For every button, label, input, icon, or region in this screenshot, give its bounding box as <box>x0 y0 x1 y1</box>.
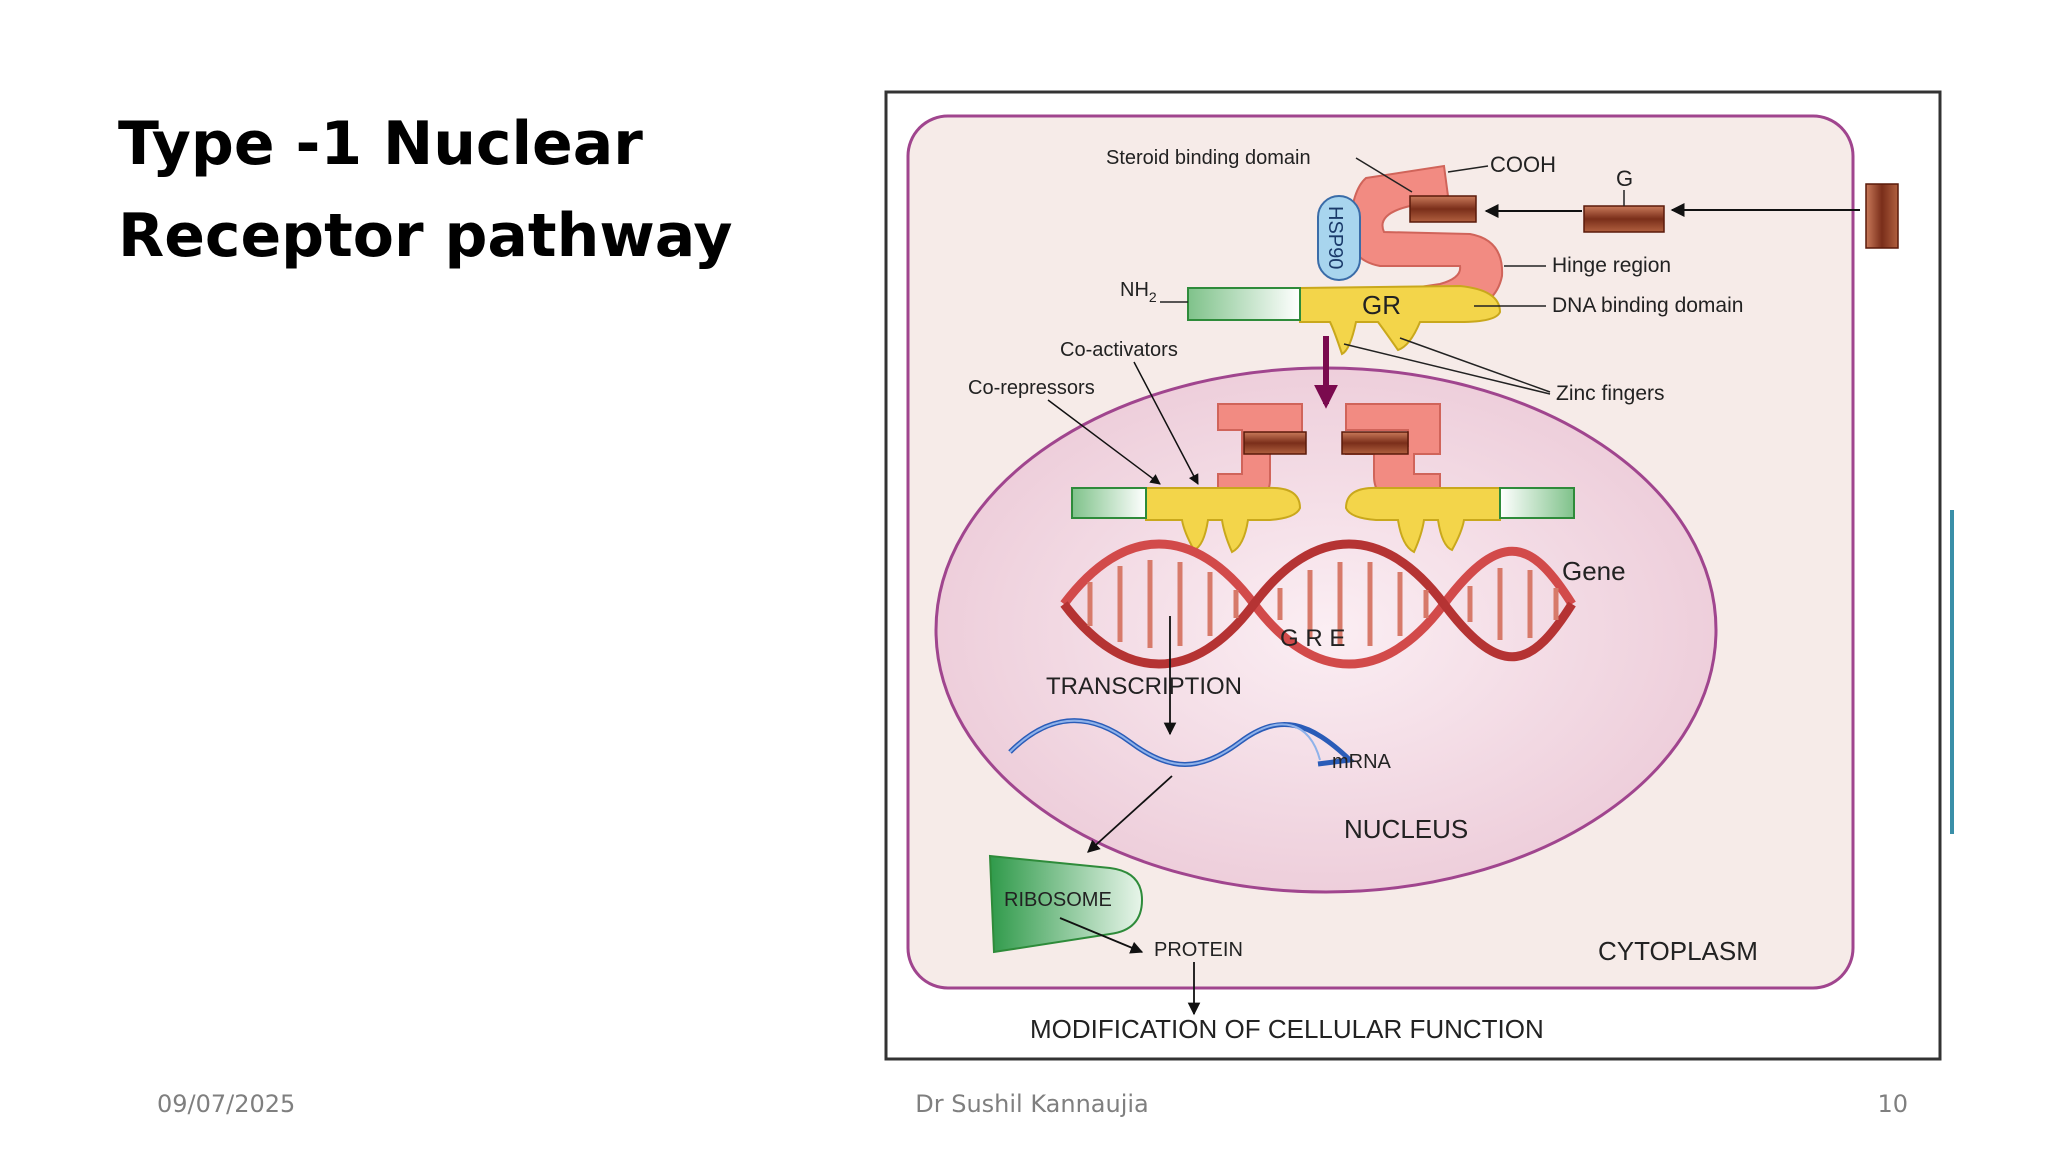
label-g: G <box>1616 166 1633 191</box>
label-nucleus: NUCLEUS <box>1344 814 1468 844</box>
label-hinge-region: Hinge region <box>1552 254 1671 277</box>
label-gr: GR <box>1362 290 1401 320</box>
label-co-repressors: Co-repressors <box>968 377 1095 399</box>
steroid-leader <box>1355 157 1413 193</box>
dimer-left-nh2 <box>1071 487 1147 519</box>
label-mrna: mRNA <box>1332 751 1392 773</box>
label-gre: G R E <box>1280 625 1345 652</box>
label-hsp90: HSP90 <box>1324 206 1346 269</box>
co-activators-arrow <box>1133 361 1199 485</box>
mrna-to-ribosome-arrow <box>1087 775 1173 853</box>
dimer-right-hormone <box>1341 431 1409 455</box>
dimer-right-dna-binding-domain <box>1344 486 1501 554</box>
dna-helix <box>1060 539 1576 669</box>
dimer-right-nh2 <box>1499 487 1575 519</box>
label-nh2: NH2 <box>1120 279 1157 305</box>
ribosome-to-protein-arrow <box>1059 917 1144 954</box>
hormone-outside <box>1865 183 1899 249</box>
label-co-activators: Co-activators <box>1060 339 1178 361</box>
hsp90 <box>1317 195 1361 281</box>
label-steroid-binding-domain: Steroid binding domain <box>1106 147 1311 169</box>
gr-dna-binding-domain <box>1299 284 1502 356</box>
cooh-leader <box>1447 165 1489 173</box>
mrna-strand-highlight <box>1009 719 1321 766</box>
label-transcription: TRANSCRIPTION <box>1046 673 1242 700</box>
label-dna-binding-domain: DNA binding domain <box>1552 294 1743 317</box>
label-cooh: COOH <box>1490 152 1556 177</box>
label-modification: MODIFICATION OF CELLULAR FUNCTION <box>1030 1014 1544 1044</box>
footer-page-number: 10 <box>1877 1090 1908 1118</box>
receptor-bound-hormone <box>1409 195 1477 223</box>
co-repressors-arrow <box>1047 399 1161 485</box>
label-ribosome: RIBOSOME <box>1004 889 1112 911</box>
label-gene: Gene <box>1562 556 1626 586</box>
label-protein: PROTEIN <box>1154 939 1243 961</box>
accent-bar <box>1950 510 1954 834</box>
zinc-leader-2 <box>1343 343 1551 395</box>
zinc-leader-1 <box>1399 337 1551 393</box>
slide-title-line2: Receptor pathway <box>118 201 733 271</box>
label-zinc-fingers: Zinc fingers <box>1556 382 1665 405</box>
ribosome <box>988 854 1144 954</box>
hormone-g <box>1583 205 1665 233</box>
nh2-domain <box>1187 287 1301 321</box>
slide-title: Type -1 Nuclear Receptor pathway <box>118 98 818 282</box>
footer-date: 09/07/2025 <box>157 1090 296 1118</box>
dimer-left-hormone <box>1243 431 1307 455</box>
label-cytoplasm: CYTOPLASM <box>1598 936 1758 966</box>
footer-author: Dr Sushil Kannaujia <box>915 1090 1149 1118</box>
slide-title-line1: Type -1 Nuclear <box>118 109 643 179</box>
